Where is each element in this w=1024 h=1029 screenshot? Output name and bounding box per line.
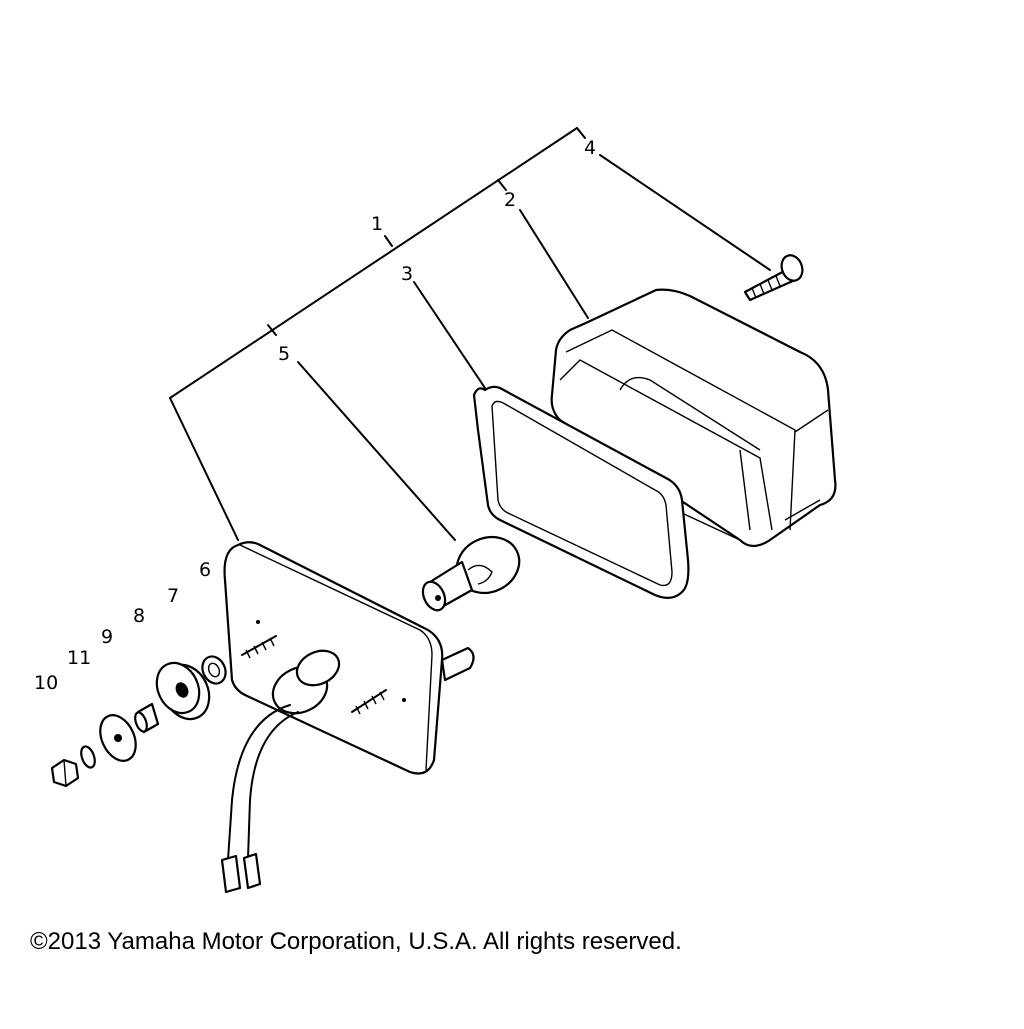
grommet-part	[155, 661, 211, 721]
callout-4: 4	[584, 137, 596, 159]
plate-washer-part	[99, 714, 137, 762]
lens-part	[550, 288, 837, 548]
callout-7: 7	[167, 585, 179, 607]
leader-lines	[169, 127, 771, 541]
copyright-notice: ©2013 Yamaha Motor Corporation, U.S.A. A…	[30, 928, 682, 955]
callout-8: 8	[133, 605, 145, 627]
callout-10: 10	[34, 672, 58, 694]
callout-1: 1	[371, 213, 383, 235]
callout-3: 3	[401, 263, 413, 285]
base-plate-part	[220, 541, 475, 894]
nut-part	[50, 758, 80, 788]
callout-6: 6	[199, 559, 211, 581]
callout-5: 5	[278, 343, 290, 365]
callout-2: 2	[504, 189, 516, 211]
callout-9: 9	[101, 626, 113, 648]
collar-part	[134, 702, 160, 734]
callout-labels: 1 2 3 4 5 6 7 8 9 10 11	[34, 137, 596, 694]
bulb-part	[421, 535, 521, 612]
spring-washer-part	[80, 745, 96, 769]
callout-11: 11	[67, 647, 91, 669]
screw-part	[743, 254, 804, 302]
washer-part	[201, 655, 227, 685]
gasket-part	[472, 385, 690, 599]
